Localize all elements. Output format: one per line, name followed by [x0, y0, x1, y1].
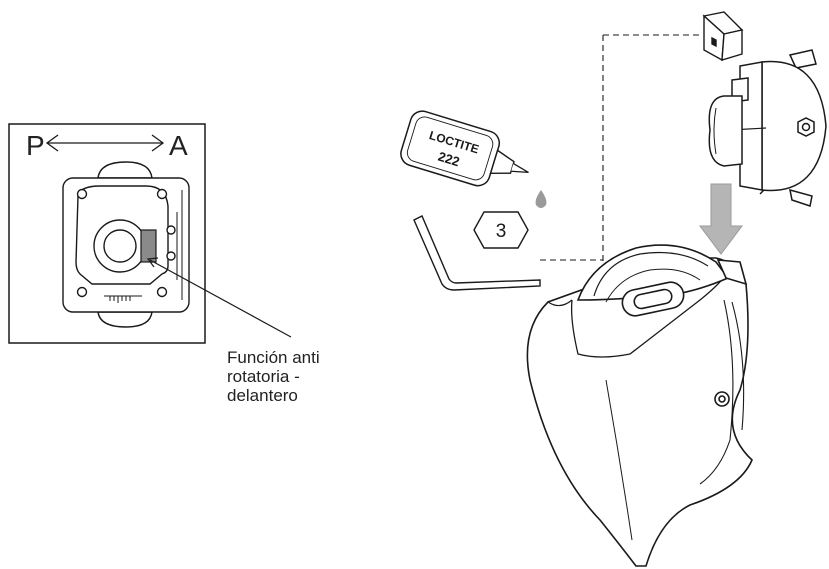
anterior-label: A [169, 130, 188, 161]
hex-size-label: 3 [496, 221, 507, 242]
inset-panel [8, 123, 292, 344]
insert-block [702, 11, 744, 62]
callout-caption: Función anti rotatoria - delantero [227, 348, 387, 405]
alignment-guide [540, 34, 700, 282]
callout-leader [149, 259, 292, 338]
hex-key-icon [413, 215, 541, 291]
callout-line-1: Función anti [227, 348, 320, 367]
loctite-bottle: LOCTITE 222 [400, 110, 547, 208]
left-right-arrow-icon [45, 134, 165, 152]
bottle-body [400, 110, 501, 187]
posterior-label: P [26, 130, 45, 161]
down-arrow-icon [699, 183, 743, 255]
adapter-top-view [62, 161, 190, 328]
drop-icon [535, 190, 547, 208]
adapter-component [708, 49, 827, 207]
bottle-number-label: 222 [436, 149, 461, 170]
anti-rotation-feature [140, 229, 157, 263]
callout-line-2: rotatoria - [227, 367, 300, 386]
socket-shell [526, 244, 753, 567]
hexagon-badge-icon: 3 [473, 211, 529, 249]
callout-line-3: delantero [227, 386, 298, 405]
